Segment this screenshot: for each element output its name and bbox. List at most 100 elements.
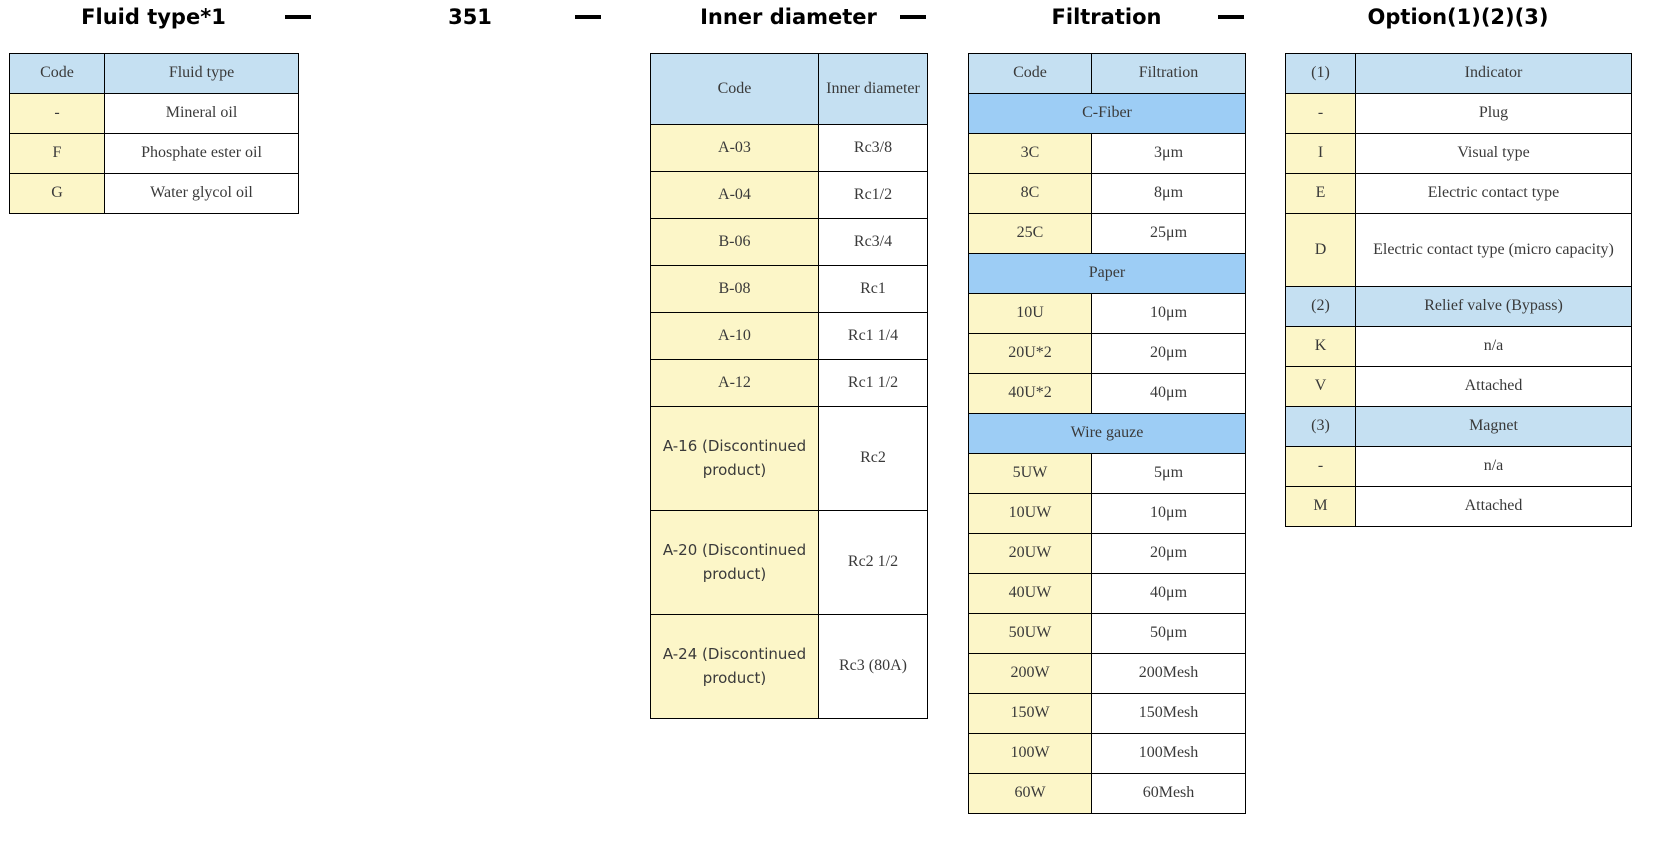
cell-value: 200Mesh: [1091, 653, 1246, 694]
group-label-paper: Paper: [968, 253, 1246, 294]
column-header-code: Code: [968, 53, 1092, 94]
cell-value: Plug: [1355, 93, 1632, 134]
table-row: - n/a: [1285, 446, 1632, 487]
cell-code: 20UW: [968, 533, 1092, 574]
cell-code: B-08: [650, 265, 819, 313]
cell-value: 20μm: [1091, 533, 1246, 574]
table-header-row: Code Inner diameter: [650, 53, 928, 125]
cell-value: Visual type: [1355, 133, 1632, 174]
table-row: F Phosphate ester oil: [9, 133, 299, 174]
table-row: A-04 Rc1/2: [650, 171, 928, 219]
filtration-table: Code Filtration C-Fiber 3C 3μm 8C 8μm 25…: [968, 53, 1246, 814]
cell-code: A-12: [650, 359, 819, 407]
cell-code: 10UW: [968, 493, 1092, 534]
cell-code: A-16 (Discontinued product): [650, 406, 819, 511]
column-header-code: Code: [650, 53, 819, 125]
group-label-c-fiber: C-Fiber: [968, 93, 1246, 134]
table-row: E Electric contact type: [1285, 173, 1632, 214]
table-row: A-16 (Discontinued product) Rc2: [650, 406, 928, 511]
cell-code: 25C: [968, 213, 1092, 254]
table-row: 10UW 10μm: [968, 493, 1246, 534]
cell-value: 40μm: [1091, 573, 1246, 614]
cell-code: D: [1285, 213, 1356, 287]
cell-value: 150Mesh: [1091, 693, 1246, 734]
table-row: V Attached: [1285, 366, 1632, 407]
group-header-row: (2) Relief valve (Bypass): [1285, 286, 1632, 327]
cell-value: Rc1: [818, 265, 928, 313]
table-header-row: Code Fluid type: [9, 53, 299, 94]
cell-code: K: [1285, 326, 1356, 367]
group-marker-3: (3): [1285, 406, 1356, 447]
cell-code: 60W: [968, 773, 1092, 814]
inner-diameter-table: Code Inner diameter A-03 Rc3/8 A-04 Rc1/…: [650, 53, 928, 719]
cell-code: M: [1285, 486, 1356, 527]
cell-code: 10U: [968, 293, 1092, 334]
group-header-row: Wire gauze: [968, 413, 1246, 454]
cell-value: Phosphate ester oil: [104, 133, 299, 174]
group-marker-2: (2): [1285, 286, 1356, 327]
model-code-part-filtration: Filtration: [1051, 5, 1162, 29]
table-row: M Attached: [1285, 486, 1632, 527]
table-row: A-20 (Discontinued product) Rc2 1/2: [650, 510, 928, 615]
cell-value: Mineral oil: [104, 93, 299, 134]
table-row: 25C 25μm: [968, 213, 1246, 254]
cell-code: B-06: [650, 218, 819, 266]
table-row: 100W 100Mesh: [968, 733, 1246, 774]
group-header-row: C-Fiber: [968, 93, 1246, 134]
table-row: 10U 10μm: [968, 293, 1246, 334]
cell-value: 8μm: [1091, 173, 1246, 214]
group-label-magnet: Magnet: [1355, 406, 1632, 447]
model-code-part-series: 351: [448, 5, 492, 29]
column-header-code: Code: [9, 53, 105, 94]
cell-code: V: [1285, 366, 1356, 407]
table-header-row: Code Filtration: [968, 53, 1246, 94]
column-header-value: Fluid type: [104, 53, 299, 94]
table-row: 50UW 50μm: [968, 613, 1246, 654]
model-code-part-option: Option(1)(2)(3): [1367, 5, 1549, 29]
cell-value: Rc3/8: [818, 124, 928, 172]
table-row: 40UW 40μm: [968, 573, 1246, 614]
model-code-dash-3: [900, 15, 926, 19]
group-label-indicator: Indicator: [1355, 53, 1632, 94]
table-row: 40U*2 40μm: [968, 373, 1246, 414]
cell-value: 10μm: [1091, 493, 1246, 534]
table-row: B-08 Rc1: [650, 265, 928, 313]
cell-code: 20U*2: [968, 333, 1092, 374]
cell-value: 50μm: [1091, 613, 1246, 654]
column-header-value: Inner diameter: [818, 53, 928, 125]
table-row: G Water glycol oil: [9, 173, 299, 214]
cell-value: Water glycol oil: [104, 173, 299, 214]
cell-value: Rc1 1/2: [818, 359, 928, 407]
cell-code: A-10: [650, 312, 819, 360]
group-header-row: Paper: [968, 253, 1246, 294]
cell-value: Electric contact type (micro capacity): [1355, 213, 1632, 287]
cell-value: n/a: [1355, 446, 1632, 487]
cell-code: 150W: [968, 693, 1092, 734]
cell-value: 5μm: [1091, 453, 1246, 494]
table-row: I Visual type: [1285, 133, 1632, 174]
cell-code: 200W: [968, 653, 1092, 694]
cell-value: 25μm: [1091, 213, 1246, 254]
cell-code: 40UW: [968, 573, 1092, 614]
table-row: - Mineral oil: [9, 93, 299, 134]
cell-code: 100W: [968, 733, 1092, 774]
cell-code: A-03: [650, 124, 819, 172]
group-header-row: (3) Magnet: [1285, 406, 1632, 447]
cell-value: 40μm: [1091, 373, 1246, 414]
group-label-relief-valve: Relief valve (Bypass): [1355, 286, 1632, 327]
cell-code: -: [1285, 446, 1356, 487]
table-row: A-24 (Discontinued product) Rc3 (80A): [650, 614, 928, 719]
table-row: K n/a: [1285, 326, 1632, 367]
table-row: - Plug: [1285, 93, 1632, 134]
cell-value: 3μm: [1091, 133, 1246, 174]
model-code-dash-4: [1218, 15, 1244, 19]
cell-value: Rc2: [818, 406, 928, 511]
table-row: B-06 Rc3/4: [650, 218, 928, 266]
table-row: 60W 60Mesh: [968, 773, 1246, 814]
cell-value: Rc2 1/2: [818, 510, 928, 615]
cell-code: -: [1285, 93, 1356, 134]
cell-code: 5UW: [968, 453, 1092, 494]
table-row: D Electric contact type (micro capacity): [1285, 213, 1632, 287]
cell-code: -: [9, 93, 105, 134]
model-code-part-inner-diameter: Inner diameter: [700, 5, 877, 29]
